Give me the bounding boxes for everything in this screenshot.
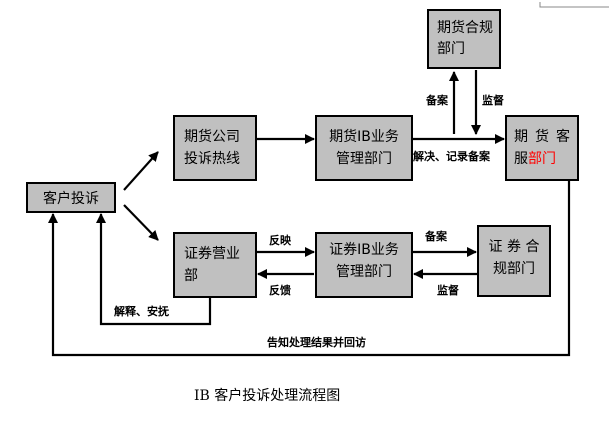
compliance-top-line1: 期货合规: [437, 19, 493, 36]
futures-hotline-line2: 投诉热线: [184, 151, 240, 167]
label-filing-bottom: 备案: [424, 229, 448, 243]
customer-complaint-label: 客户投诉: [43, 190, 99, 207]
diagram-caption: IB 客户投诉处理流程图: [194, 387, 340, 404]
box-futures-customer-service: 期货客 服部门: [505, 115, 579, 181]
box-compliance-bottom: 证 券 合 规部门: [477, 225, 551, 297]
label-notify: 告知处理结果并回访: [267, 335, 366, 349]
box-customer-complaint: 客户投诉: [26, 182, 116, 213]
futures-cs-line1: 期货客: [514, 128, 570, 145]
label-reflect: 反映: [269, 233, 292, 247]
futures-cs-line2: 服部门: [514, 151, 556, 167]
arrow-complaint-to-securities: [123, 204, 159, 241]
box-ib-dept-top: 期货IB业务 管理部门: [315, 115, 413, 181]
compliance-bottom-line2: 规部门: [493, 261, 535, 277]
securities-branch-line2: 部: [184, 268, 198, 284]
label-explain: 解释、安抚: [114, 304, 169, 318]
arrow-notify-back: [48, 180, 571, 357]
ib-dept-bottom-line1: 证券IB业务: [329, 242, 399, 258]
label-resolve-record: 解决、记录备案: [413, 149, 491, 163]
box-ib-dept-bottom: 证券IB业务 管理部门: [315, 232, 413, 298]
ib-dept-bottom-line2: 管理部门: [336, 264, 392, 280]
ib-dept-top-line1: 期货IB业务: [329, 128, 399, 145]
label-filing-top: 备案: [425, 93, 449, 107]
label-supervision-top: 监督: [482, 93, 504, 107]
compliance-top-line2: 部门: [437, 41, 465, 57]
ib-dept-top-line2: 管理部门: [336, 151, 392, 167]
label-supervision-bottom: 监督: [437, 283, 459, 297]
arrow-complaint-to-hotline: [123, 151, 159, 191]
arrow-explain-back: [96, 213, 212, 326]
futures-hotline-line1: 期货公司: [184, 128, 240, 145]
label-feedback: 反馈: [269, 283, 291, 297]
page-corner-mark: [539, 2, 609, 8]
box-compliance-top: 期货合规 部门: [427, 9, 501, 69]
box-securities-branch: 证券营业 部: [173, 232, 257, 298]
securities-branch-line1: 证券营业: [184, 246, 240, 262]
box-futures-hotline: 期货公司 投诉热线: [173, 115, 257, 181]
compliance-bottom-line1: 证 券 合: [489, 239, 540, 255]
